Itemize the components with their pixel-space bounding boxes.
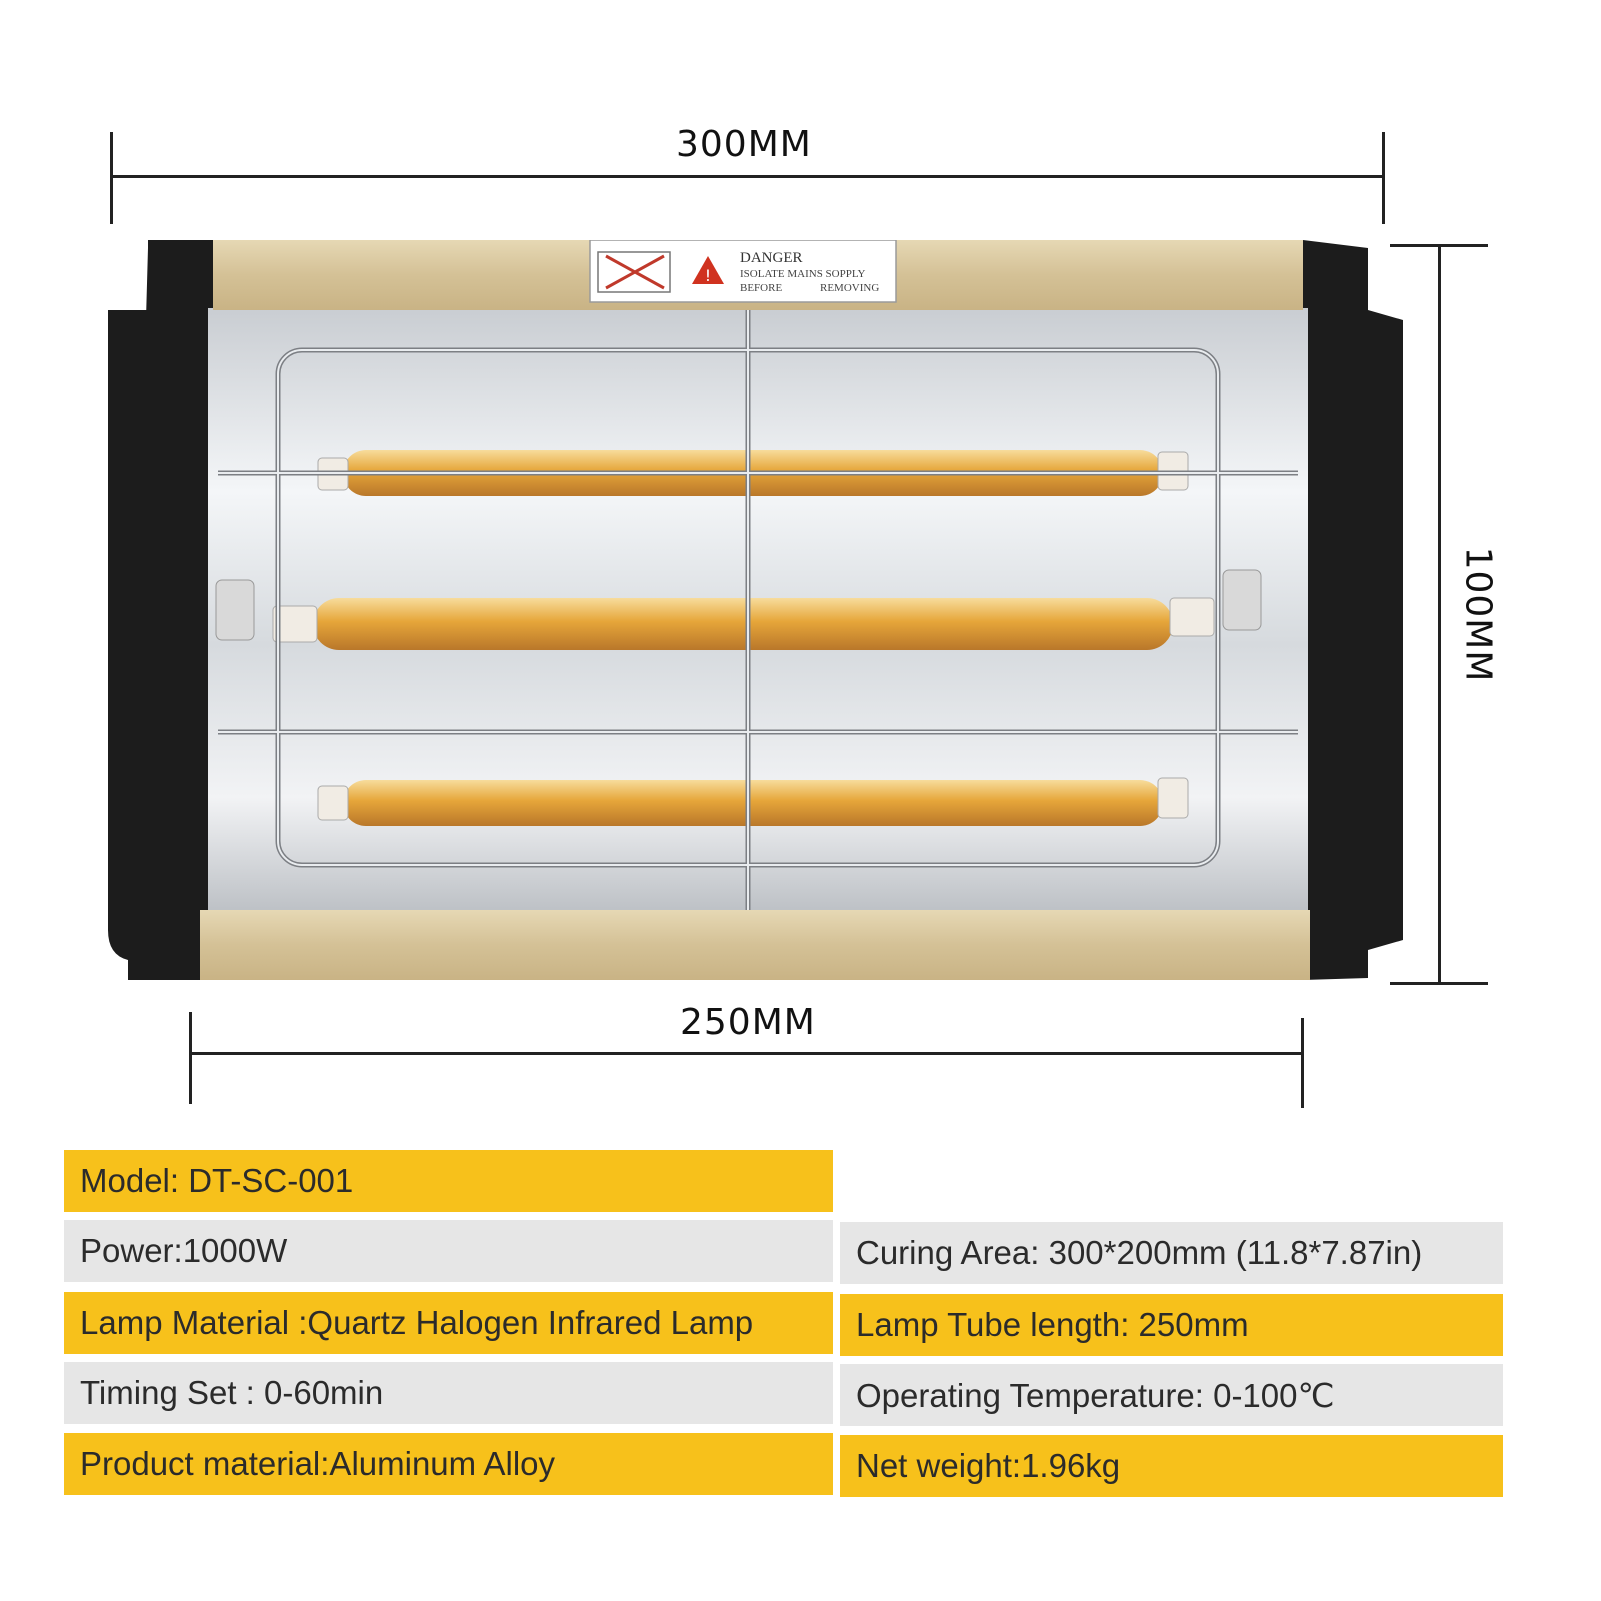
danger-line2-left: BEFORE [740,282,782,294]
danger-line1: ISOLATE MAINS SOPPLY [740,268,865,280]
svg-text:!: ! [705,266,711,285]
right-dimension-line [1438,246,1441,984]
spec-left-3: Timing Set : 0-60min [64,1362,833,1424]
bottom-dimension-label: 250MM [680,1002,816,1043]
bottom-dimension-tick-left [189,1012,192,1104]
top-dimension-tick-left [110,132,113,224]
bottom-frame-bar [200,910,1310,980]
spec-right-4: Net weight:1.96kg [840,1435,1503,1497]
danger-warning-label: ! DANGER ISOLATE MAINS SOPPLY BEFORE REM… [589,240,897,303]
top-dimension-label: 300MM [676,124,812,165]
spec-model: Model: DT-SC-001 [64,1150,833,1212]
bottom-dimension-tick-right [1301,1018,1304,1108]
infrared-curing-lamp-image: ! DANGER ISOLATE MAINS SOPPLY BEFORE REM… [108,240,1403,980]
bottom-dimension-line [191,1052,1301,1055]
right-dimension-tick-top [1390,244,1488,247]
spec-left-2: Lamp Material :Quartz Halogen Infrared L… [64,1292,833,1354]
top-dimension-tick-right [1382,132,1385,224]
right-dimension-label: 100MM [1457,546,1499,683]
right-end-cap [1303,240,1403,980]
spec-right-2: Lamp Tube length: 250mm [840,1294,1503,1356]
top-dimension-line [112,175,1382,178]
heating-tube-bottom [343,780,1163,826]
heating-tube-middle [313,598,1173,650]
spec-right-1: Curing Area: 300*200mm (11.8*7.87in) [840,1222,1503,1284]
spec-left-4: Product material:Aluminum Alloy [64,1433,833,1495]
spec-right-3: Operating Temperature: 0-100℃ [840,1364,1503,1426]
spec-left-1: Power:1000W [64,1220,833,1282]
danger-title: DANGER [740,250,803,266]
danger-line2-right: REMOVING [820,282,879,294]
